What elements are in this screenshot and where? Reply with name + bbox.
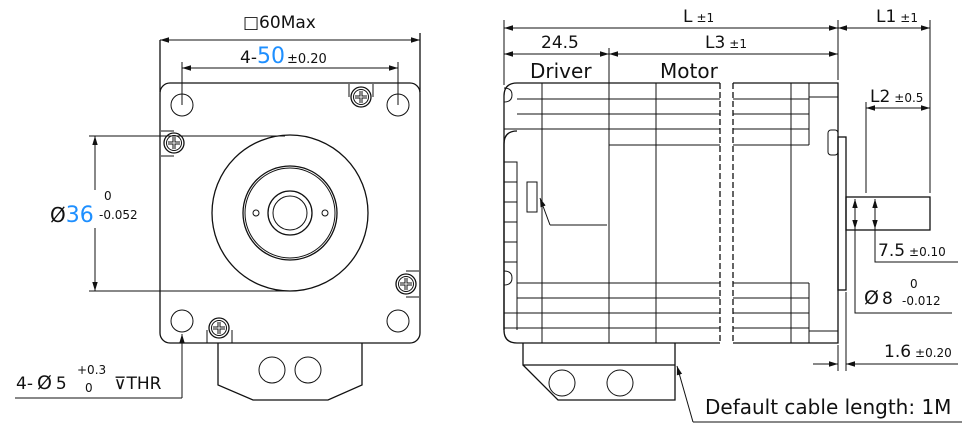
hole-tol-lower: 0 <box>85 381 93 395</box>
motor-body <box>503 82 931 344</box>
flange <box>837 136 847 291</box>
mounting-holes <box>170 93 410 333</box>
length-L3-label: L3±1 <box>705 33 747 53</box>
cable-connector <box>217 343 363 401</box>
front-view: □60Max 4-50±0.20 Ø36 0 -0.0 <box>15 13 421 401</box>
screw-icon <box>394 272 418 296</box>
flange-thickness-label: 1.6±0.20 <box>884 342 952 362</box>
status-led <box>526 181 538 213</box>
pilot-tol-upper: 0 <box>104 189 112 203</box>
mounting-plate <box>159 82 421 344</box>
driver-label: Driver <box>530 59 592 83</box>
shaft-tol-upper: 0 <box>910 277 918 291</box>
length-L1-label: L1±1 <box>876 7 918 27</box>
motor-label: Motor <box>660 59 719 83</box>
length-L2-label: L2±0.5 <box>870 87 923 107</box>
hole-depth-label: ⊽THR <box>114 374 162 394</box>
hole-tol-upper: +0.3 <box>77 363 106 377</box>
hole-spacing-label: 4-50±0.20 <box>240 44 327 69</box>
side-view: L±1 L1±1 24.5 L3±1 Driver Motor L2±0.5 <box>503 7 962 423</box>
pilot-diameter-label: Ø36 <box>50 203 94 228</box>
length-L-label: L±1 <box>683 7 714 27</box>
flat-dim-label: 7.5±0.10 <box>878 241 946 261</box>
driver-length-label: 24.5 <box>541 33 579 53</box>
square-size-label: □60Max <box>243 13 316 33</box>
pilot-boss <box>211 134 369 292</box>
pilot-tol-lower: -0.052 <box>99 208 138 222</box>
cable-connector-side <box>522 343 676 401</box>
shaft-tol-lower: -0.012 <box>902 294 941 308</box>
screw-icon <box>207 316 231 340</box>
shaft <box>845 196 931 231</box>
screw-icon <box>349 85 373 109</box>
cable-length-note: Default cable length: 1M <box>705 395 951 419</box>
